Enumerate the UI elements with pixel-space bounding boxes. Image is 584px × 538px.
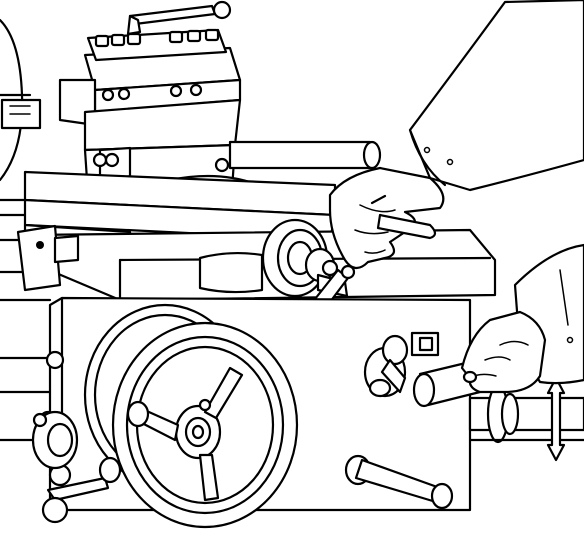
feed-rod [468,384,584,444]
tool-post [83,0,242,114]
quill-rod [376,213,437,240]
feed-selector-knob [363,331,440,398]
lower-lever [344,454,454,510]
chuck-edge [0,18,42,182]
double-arrow-icon [546,376,566,462]
lower-hand [460,243,584,394]
side-knob [31,410,110,524]
upper-hand [328,0,584,270]
carriage-handwheel [83,303,299,529]
